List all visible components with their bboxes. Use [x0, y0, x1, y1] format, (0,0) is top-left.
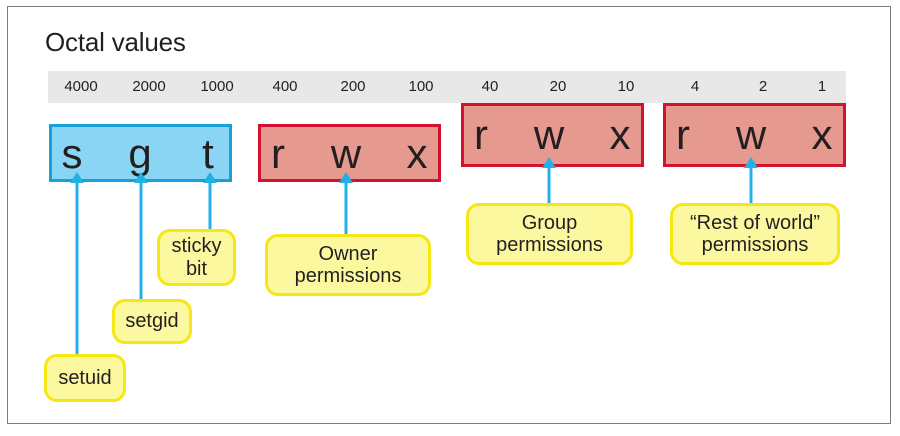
permission-letter-t: t	[202, 130, 214, 177]
arrow-shaft	[547, 167, 550, 203]
arrow-setuid	[69, 172, 84, 356]
callout-label-line2: permissions	[294, 265, 402, 287]
callout-sticky-bit: sticky bit	[157, 229, 236, 286]
permission-letter-r: r	[474, 111, 488, 158]
permission-letter-r: r	[271, 130, 285, 177]
octal-value-cell: 1000	[200, 78, 234, 95]
permission-letter-w: w	[533, 111, 565, 158]
arrow-head-icon	[338, 172, 353, 183]
callout-world-permissions: “Rest of world” permissions	[670, 203, 840, 265]
octal-value-cell: 200	[340, 78, 366, 95]
octal-value-cell: 4	[690, 78, 700, 95]
arrow-shaft	[208, 182, 211, 232]
octal-value-cell: 2000	[132, 78, 166, 95]
octal-value-cell: 10	[617, 78, 635, 95]
callout-label-line2: bit	[185, 257, 208, 280]
callout-group-permissions: Group permissions	[466, 203, 633, 265]
callout-label: setgid	[125, 310, 179, 333]
permission-letter-w: w	[330, 130, 362, 177]
callout-label-line1: “Rest of world”	[689, 211, 821, 234]
arrow-head-icon	[743, 157, 758, 168]
callout-label-line2: permissions	[496, 234, 603, 256]
callout-setgid: setgid	[112, 299, 192, 344]
arrow-setgid	[133, 172, 148, 302]
permission-letter-x: x	[811, 111, 833, 158]
callout-label: setuid	[58, 366, 112, 389]
permission-letter-s: s	[61, 130, 83, 177]
arrow-shaft	[749, 167, 752, 203]
octal-value-cell: 400	[272, 78, 298, 95]
octal-value-cell: 20	[549, 78, 567, 95]
permission-letter-w: w	[735, 111, 767, 158]
arrow-head-icon	[541, 157, 556, 168]
callout-label-line1: Owner	[318, 242, 378, 265]
permission-block-group	[461, 103, 644, 167]
arrow-head-icon	[133, 172, 148, 183]
permission-letter-r: r	[676, 111, 690, 158]
callout-label-line1: Group	[521, 211, 578, 234]
permission-letter-x: x	[406, 130, 428, 177]
arrow-owner-permissions	[338, 172, 353, 234]
arrow-head-icon	[69, 172, 84, 183]
arrow-shaft	[344, 182, 347, 234]
arrow-sticky-bit	[202, 172, 217, 232]
octal-value-cell: 40	[481, 78, 499, 95]
arrow-shaft	[75, 182, 78, 356]
octal-values-bar: 4000 2000 1000 400 200 100 40 20 10 4 2 …	[48, 71, 846, 103]
permission-letter-g: g	[128, 130, 152, 177]
octal-value-cell: 100	[408, 78, 434, 95]
callout-label-line1: sticky	[171, 235, 222, 258]
arrow-group-permissions	[541, 157, 556, 203]
arrow-shaft	[139, 182, 142, 302]
page-title: Octal values	[45, 27, 186, 57]
arrow-world-permissions	[743, 157, 758, 203]
permission-letter-x: x	[609, 111, 631, 158]
callout-owner-permissions: Owner permissions	[265, 234, 431, 296]
octal-value-cell: 4000	[64, 78, 98, 95]
callout-setuid: setuid	[44, 354, 126, 402]
callout-label-line2: permissions	[701, 234, 809, 256]
octal-value-cell: 1	[817, 78, 827, 95]
arrow-head-icon	[202, 172, 217, 183]
octal-value-cell: 2	[758, 78, 768, 95]
